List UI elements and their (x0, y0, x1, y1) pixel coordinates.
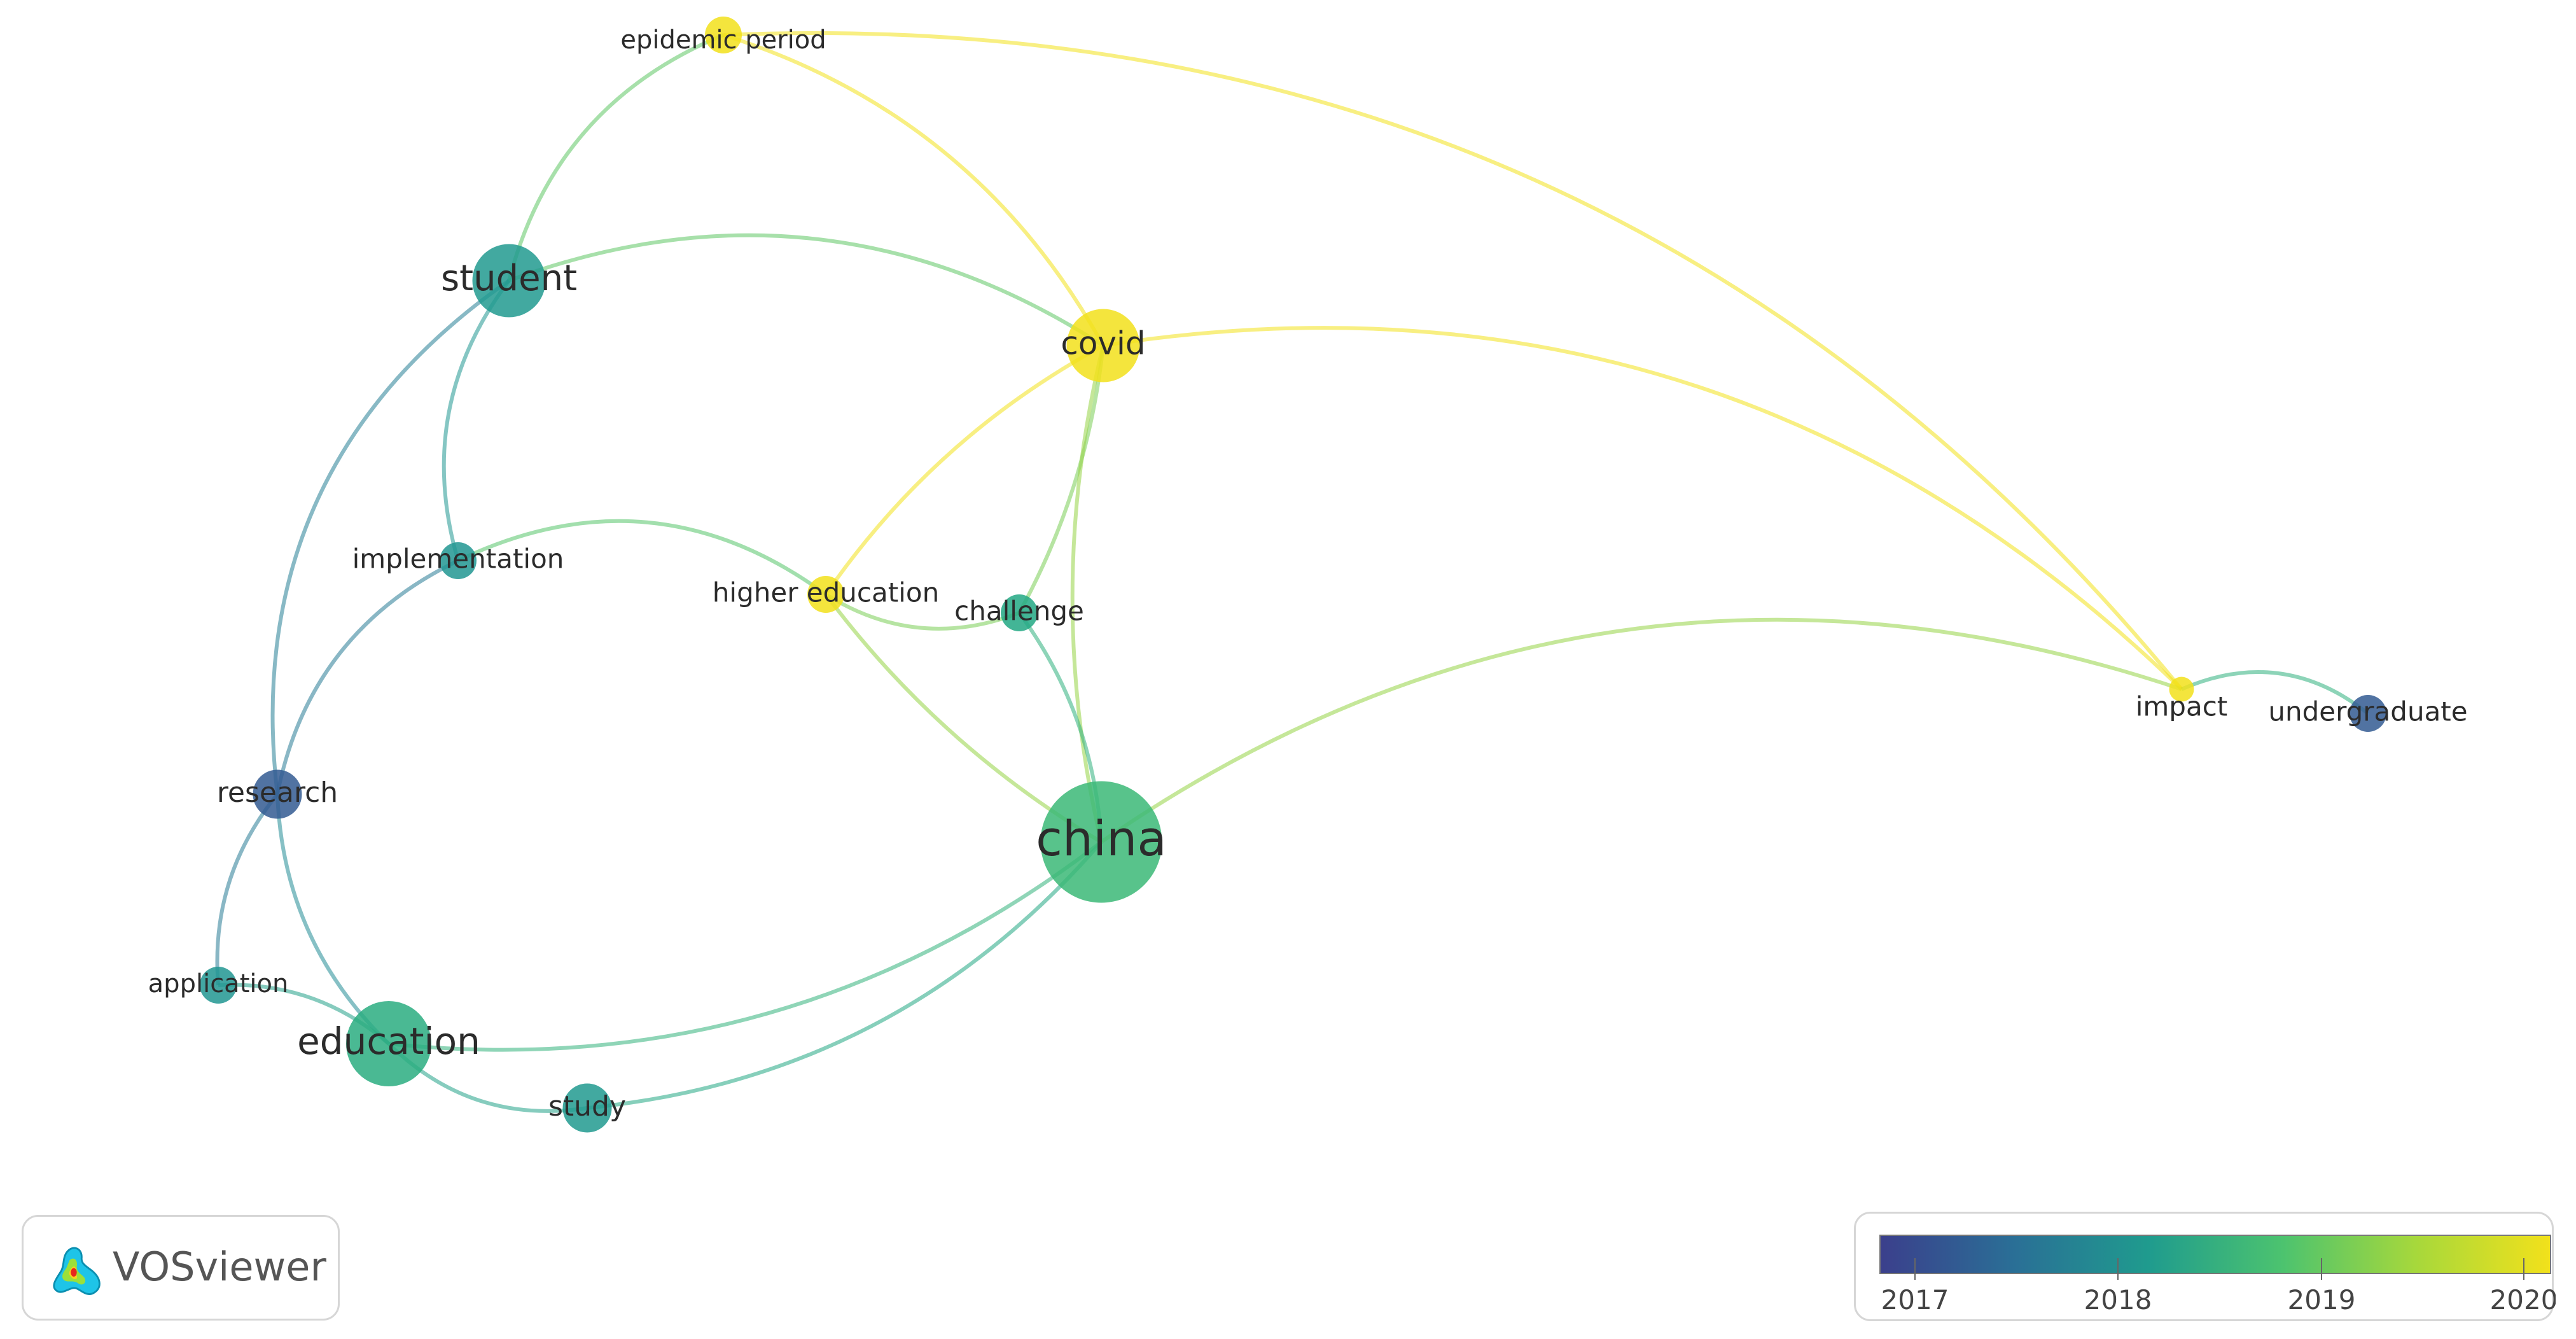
link-china-education (388, 840, 1103, 1052)
node-label-implementation: implementation (352, 543, 564, 575)
legend-tick-label: 2019 (2288, 1284, 2356, 1315)
link-covid-china (1070, 345, 1105, 843)
link-covid-challenge (1017, 345, 1105, 614)
link-epidemic-period-covid (723, 33, 1105, 347)
labels-layer: epidemic period student covid implementatio… (148, 25, 2468, 1123)
node-label-undergraduate: undergraduate (2268, 696, 2467, 727)
legend-tick-label: 2017 (1881, 1284, 1949, 1315)
link-implementation-research (275, 559, 459, 795)
node-application[interactable] (200, 967, 237, 1004)
legend-tick-label: 2020 (2490, 1284, 2556, 1315)
node-label-china: china (1036, 810, 1167, 867)
node-label-student: student (441, 258, 577, 299)
node-education[interactable] (346, 1001, 431, 1086)
link-covid-impact (1103, 326, 2183, 691)
link-student-implementation (442, 279, 511, 561)
node-undergraduate[interactable] (2350, 695, 2386, 732)
link-china-impact (1100, 617, 2182, 844)
node-label-application: application (148, 969, 289, 999)
node-label-covid: covid (1061, 325, 1145, 362)
node-label-epidemic-period: epidemic period (620, 25, 826, 55)
node-label-study: study (548, 1090, 626, 1123)
link-research-application (215, 793, 279, 986)
node-higher-education[interactable] (807, 576, 844, 613)
node-student[interactable] (472, 244, 546, 318)
node-challenge[interactable] (1001, 594, 1038, 631)
year-color-legend: 2017 2018 2019 2020 (1854, 1212, 2556, 1321)
legend-ticks: 2017 2018 2019 2020 (1881, 1258, 2556, 1315)
node-study[interactable] (562, 1083, 612, 1133)
link-student-epidemic-period (507, 33, 725, 281)
link-higher-education-challenge (825, 592, 1020, 631)
link-implementation-higher-education (457, 519, 827, 596)
link-covid-higher-education (824, 344, 1104, 596)
node-label-higher-education: higher education (713, 577, 939, 608)
node-implementation[interactable] (440, 542, 477, 579)
node-impact[interactable] (2169, 677, 2194, 702)
app-name: VOSviewer (113, 1244, 326, 1290)
legend-tick-label: 2018 (2084, 1284, 2152, 1315)
link-epidemic-period-impact (723, 31, 2183, 691)
vosviewer-logo: VOSviewer (22, 1215, 340, 1321)
node-epidemic-period[interactable] (705, 17, 742, 53)
node-research[interactable] (253, 769, 302, 819)
link-student-research (270, 279, 510, 795)
node-label-challenge: challenge (954, 596, 1084, 627)
vosviewer-map-icon (53, 1247, 101, 1295)
node-covid[interactable] (1066, 309, 1140, 382)
legend-color-bar (1879, 1235, 2551, 1274)
nodes-layer (200, 17, 2386, 1133)
node-china[interactable] (1040, 781, 1162, 903)
node-label-impact: impact (2136, 691, 2228, 722)
node-label-research: research (217, 776, 338, 809)
link-impact-undergraduate (2180, 670, 2369, 715)
link-china-study (587, 841, 1103, 1110)
link-student-covid (508, 233, 1104, 347)
node-label-education: education (297, 1020, 480, 1063)
